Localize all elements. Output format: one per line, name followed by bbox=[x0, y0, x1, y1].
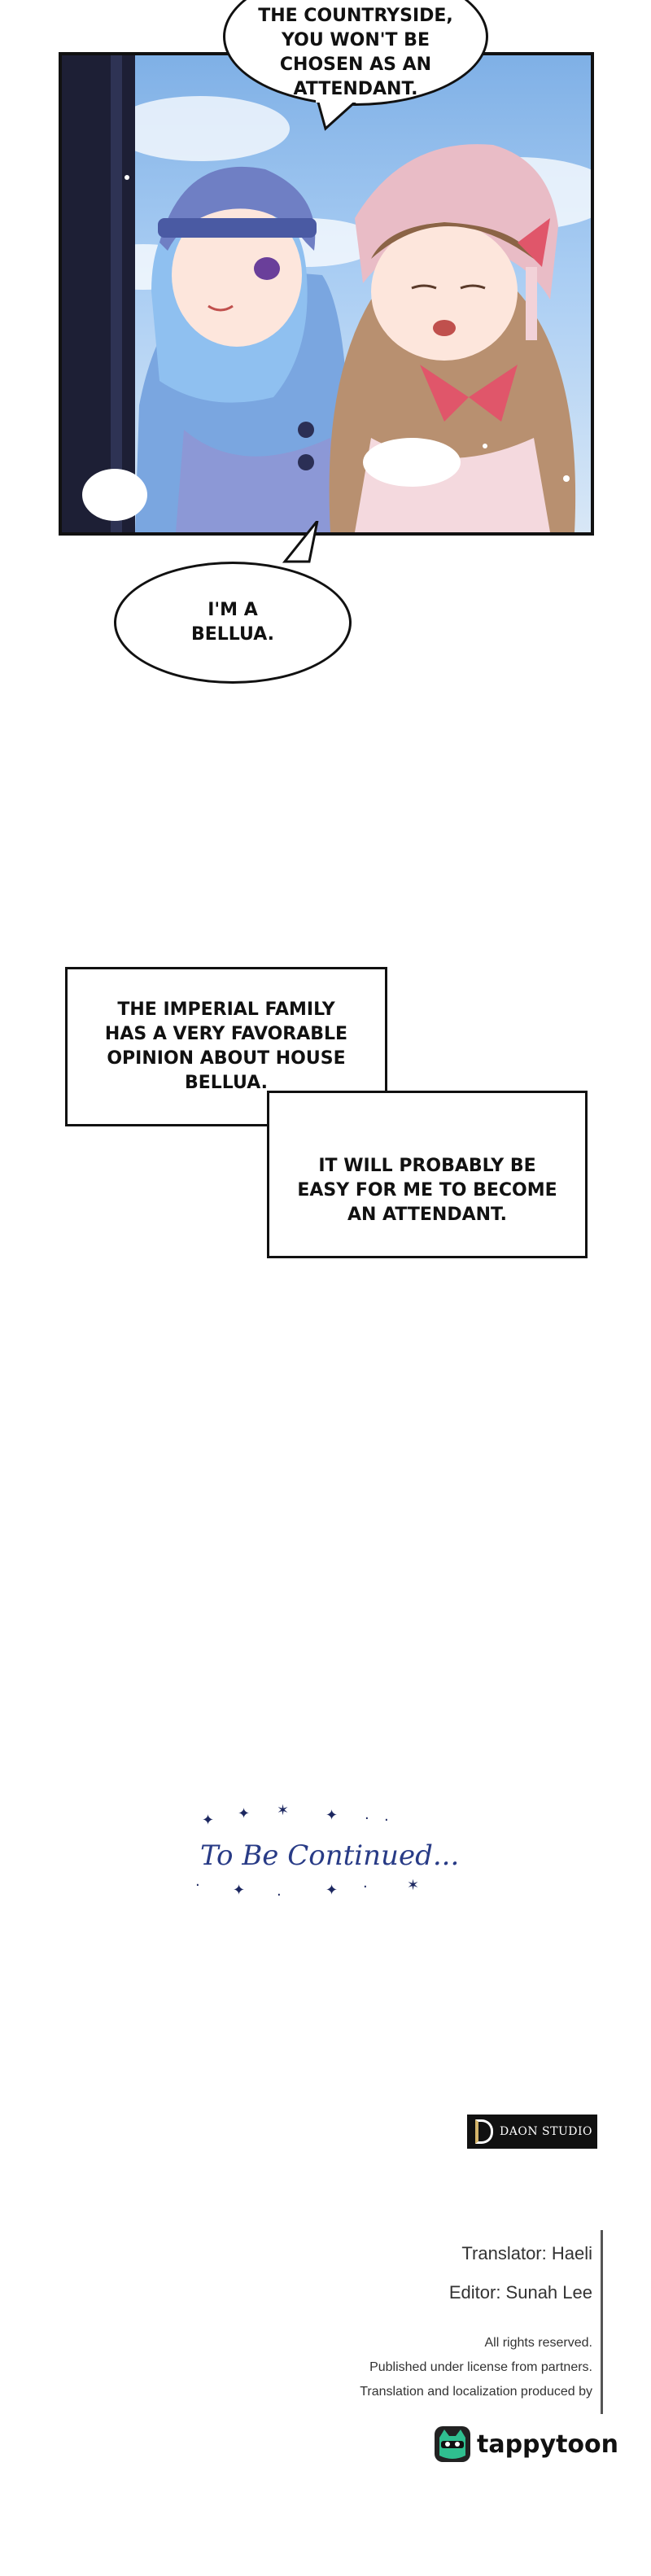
rights-text: All rights reserved. bbox=[484, 2336, 593, 2350]
carriage-frame bbox=[62, 55, 135, 532]
speech-bubble-bellua-text: I'M A BELLUA. bbox=[190, 600, 275, 645]
svg-text:✦: ✦ bbox=[202, 1812, 214, 1829]
svg-text:✶: ✶ bbox=[277, 1802, 289, 1819]
svg-text:·: · bbox=[365, 1810, 369, 1827]
narration-box-1-text: THE IMPERIAL FAMILY HAS A VERY FAVORABLE… bbox=[104, 999, 348, 1093]
svg-text:·: · bbox=[384, 1812, 389, 1829]
svg-text:✦: ✦ bbox=[326, 1807, 338, 1824]
sparkle-decoration-icon: ✦ ✦ ✶ ✦ · · · ✦ · ✦ · ✶ bbox=[195, 1802, 419, 1904]
svg-text:·: · bbox=[363, 1878, 368, 1896]
license-text: Published under license from partners. bbox=[369, 2360, 592, 2374]
to-be-continued: ✦ ✦ ✶ ✦ · · · ✦ · ✦ · ✶ To Be Continued... bbox=[163, 1799, 488, 1913]
svg-text:✶: ✶ bbox=[407, 1877, 419, 1894]
panel-illustration bbox=[62, 55, 591, 532]
daon-studio-text: DAON STUDIO bbox=[500, 2125, 592, 2138]
credits-divider bbox=[601, 2230, 603, 2414]
daon-studio-logo: DAON STUDIO bbox=[467, 2115, 597, 2149]
tappytoon-logo: tappytoon bbox=[435, 2424, 618, 2464]
speech-bubble-bellua: I'M A BELLUA. bbox=[114, 562, 352, 684]
speech-bubble-top-text: THE COUNTRYSIDE, YOU WON'T BE CHOSEN AS … bbox=[258, 6, 453, 99]
narration-box-2-text: IT WILL PROBABLY BE EASY FOR ME TO BECOM… bbox=[297, 1156, 557, 1225]
blue-haired-girl bbox=[82, 166, 348, 532]
speech-bubble-top-tail bbox=[316, 99, 361, 131]
editor-credit: Editor: Sunah Lee bbox=[448, 2282, 592, 2303]
daon-logo-icon bbox=[475, 2119, 493, 2144]
svg-text:·: · bbox=[195, 1877, 200, 1894]
translator-credit: Translator: Haeli bbox=[461, 2243, 592, 2263]
svg-text:✦: ✦ bbox=[326, 1882, 338, 1899]
comic-panel bbox=[59, 52, 594, 536]
tappytoon-text: tappytoon bbox=[477, 2429, 619, 2459]
sparkles bbox=[125, 175, 570, 482]
tappytoon-cat-icon bbox=[435, 2426, 470, 2462]
to-be-continued-text: To Be Continued... bbox=[200, 1839, 460, 1872]
localization-text: Translation and localization produced by bbox=[360, 2385, 592, 2399]
svg-text:✦: ✦ bbox=[238, 1805, 250, 1822]
svg-text:✦: ✦ bbox=[233, 1882, 245, 1899]
speech-bubble-top: THE COUNTRYSIDE, YOU WON'T BE CHOSEN AS … bbox=[223, 0, 488, 106]
svg-text:·: · bbox=[277, 1887, 282, 1904]
brown-haired-girl bbox=[329, 144, 576, 532]
narration-box-join bbox=[269, 1093, 385, 1124]
speech-bubble-bellua-tail bbox=[282, 521, 319, 563]
